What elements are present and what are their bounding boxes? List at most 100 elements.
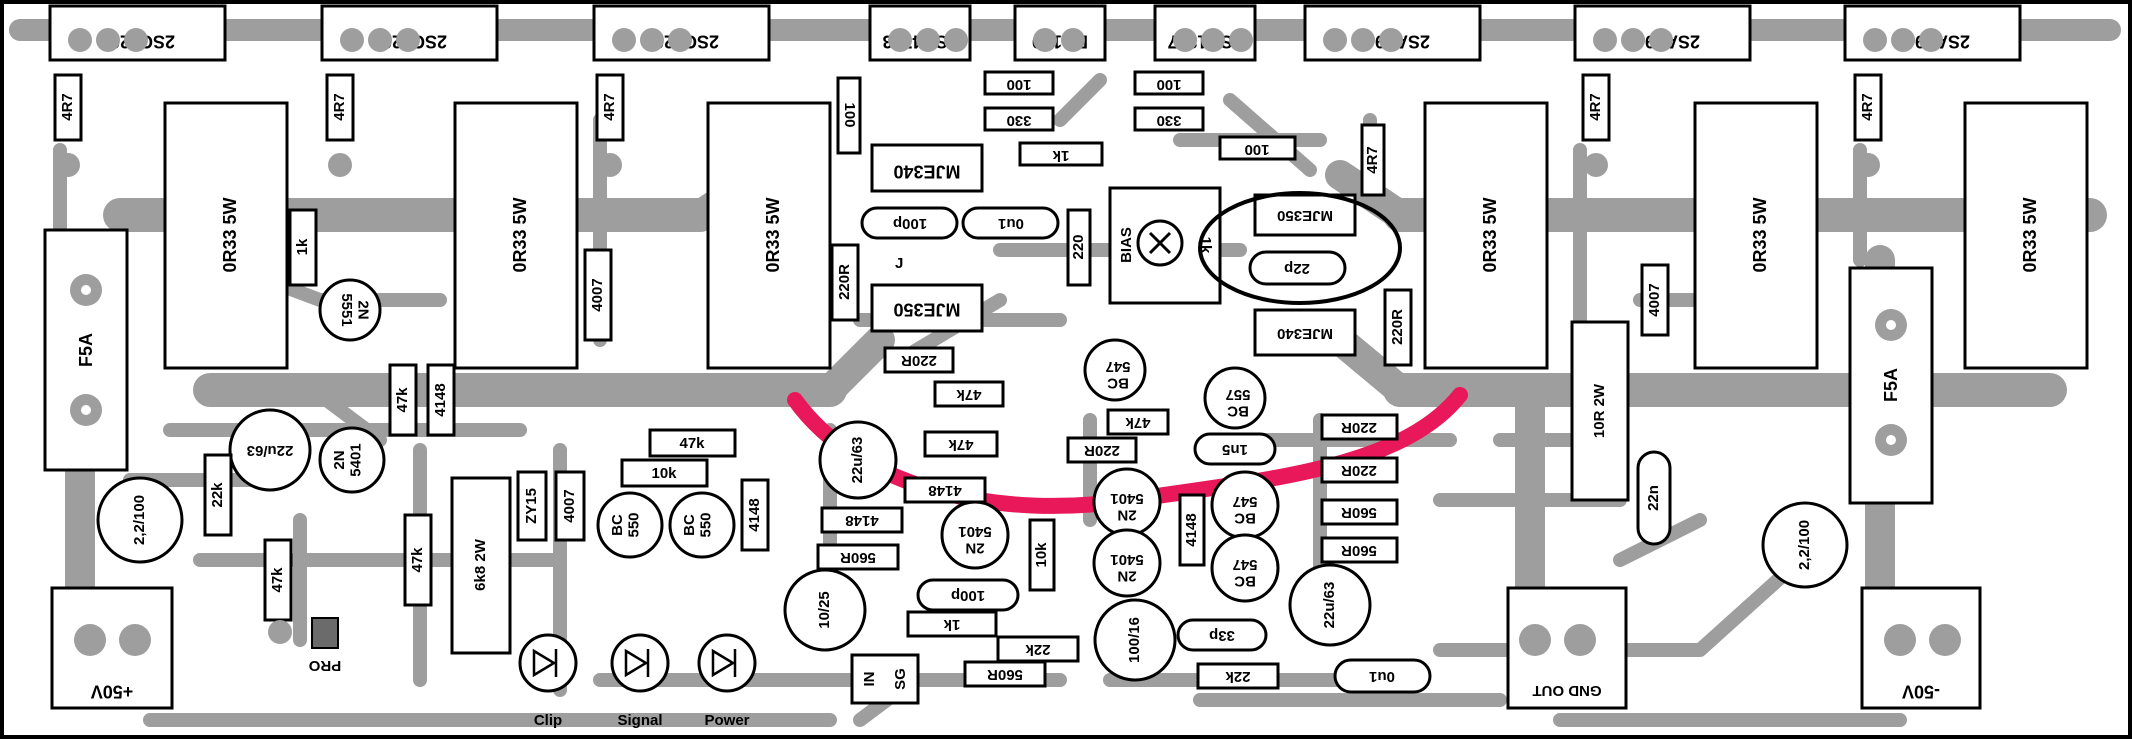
svg-text:100: 100	[1006, 76, 1031, 93]
svg-text:6k8 2W: 6k8 2W	[472, 538, 489, 591]
svg-text:220R: 220R	[1389, 309, 1406, 345]
input-in-label: IN	[861, 672, 878, 687]
svg-text:10/25: 10/25	[816, 591, 833, 629]
emitter-resistor: 0R33 5W	[163, 101, 289, 370]
svg-text:220R: 220R	[1341, 419, 1377, 436]
left-lower-section: 1k 2N5551 4007 47k 4148 22u/63 2N5401 22…	[50, 208, 770, 710]
transistor-2sc5200: 2SC5200	[48, 4, 227, 62]
svg-text:10k: 10k	[651, 465, 677, 482]
svg-text:BC547: BC547	[1232, 493, 1257, 527]
svg-text:F5A: F5A	[76, 333, 96, 367]
svg-text:22n: 22n	[1645, 485, 1662, 511]
svg-text:4R7: 4R7	[1364, 146, 1381, 174]
mje340-top-label: MJE340	[893, 161, 960, 181]
svg-text:0u1: 0u1	[1369, 668, 1395, 685]
base-resistors: 4R7 4R7 4R7 4R7 4R7	[53, 73, 1883, 177]
svg-text:47k: 47k	[394, 387, 411, 413]
svg-text:4R7: 4R7	[1859, 93, 1876, 121]
led-label: Clip	[534, 712, 562, 729]
mje350-label: MJE350	[893, 299, 960, 319]
svg-text:ZY15: ZY15	[523, 488, 540, 524]
svg-text:220R: 220R	[1084, 442, 1120, 459]
svg-text:47k: 47k	[956, 386, 982, 403]
svg-text:BC547: BC547	[1105, 358, 1130, 392]
driver-section: MJE340 MJE350 100 330 1k 100 330 100 100…	[830, 70, 1413, 367]
bias-label: BIAS	[1118, 227, 1135, 263]
svg-text:47k: 47k	[1125, 414, 1151, 431]
svg-text:F5A: F5A	[1881, 368, 1901, 402]
svg-text:22k: 22k	[209, 482, 226, 508]
svg-text:47k: 47k	[948, 436, 974, 453]
svg-text:2N5401: 2N5401	[1110, 490, 1143, 524]
resistor-4r7: 4R7	[1581, 73, 1611, 177]
svg-text:1k: 1k	[1052, 147, 1069, 164]
resistor-4r7: 4R7	[1853, 73, 1883, 177]
neg-supply-label: -50V	[1902, 681, 1940, 701]
svg-text:47k: 47k	[409, 547, 426, 573]
svg-text:MJE340: MJE340	[1277, 325, 1333, 342]
svg-text:47k: 47k	[269, 567, 286, 593]
svg-text:BC550: BC550	[609, 512, 643, 537]
svg-text:22u/63: 22u/63	[1321, 582, 1338, 629]
svg-text:1k: 1k	[943, 616, 960, 633]
svg-text:0R33 5W: 0R33 5W	[2020, 197, 2040, 272]
svg-text:2,2/100: 2,2/100	[1796, 520, 1813, 570]
emitter-resistor: 0R33 5W	[1963, 101, 2089, 370]
fuse-left: F5A	[43, 228, 129, 472]
svg-text:22u/63: 22u/63	[247, 442, 294, 459]
right-lower-section: 4007 10R 2W 22n 2,2/100 GND OUT -50V	[1506, 263, 1982, 710]
svg-text:4R7: 4R7	[1587, 93, 1604, 121]
svg-text:2N5401: 2N5401	[958, 523, 991, 557]
svg-text:100: 100	[841, 102, 858, 127]
svg-text:100/16: 100/16	[1126, 617, 1143, 663]
svg-text:2N5551: 2N5551	[338, 293, 372, 326]
protect-pad	[311, 617, 339, 649]
svg-text:4007: 4007	[589, 278, 606, 311]
led-clip: Clip	[518, 633, 578, 729]
svg-text:1n5: 1n5	[1222, 441, 1248, 458]
led-label: Power	[704, 712, 749, 729]
svg-text:22p: 22p	[1284, 260, 1310, 277]
svg-text:560R: 560R	[1341, 504, 1377, 521]
svg-text:100p: 100p	[951, 587, 985, 604]
svg-text:33p: 33p	[1209, 627, 1235, 644]
input-sg-label: SG	[892, 668, 909, 690]
emitter-resistor: 0R33 5W	[1693, 101, 1819, 370]
svg-text:560R: 560R	[1341, 542, 1377, 559]
svg-text:2N5401: 2N5401	[1110, 551, 1143, 585]
svg-text:BC547: BC547	[1232, 556, 1257, 590]
svg-text:4148: 4148	[432, 383, 449, 416]
annotation-circle	[1198, 191, 1402, 305]
svg-text:0R33 5W: 0R33 5W	[1480, 197, 1500, 272]
svg-text:560R: 560R	[840, 549, 876, 566]
svg-text:330: 330	[1156, 112, 1181, 129]
svg-text:BC550: BC550	[681, 512, 715, 537]
svg-text:330: 330	[1006, 112, 1031, 129]
emitter-resistor: 0R33 5W	[1423, 101, 1549, 370]
svg-text:22u/63: 22u/63	[849, 437, 866, 484]
svg-text:4R7: 4R7	[601, 93, 618, 121]
svg-text:BC557: BC557	[1225, 386, 1250, 420]
svg-text:2N5401: 2N5401	[331, 443, 365, 476]
svg-text:22k: 22k	[1225, 668, 1251, 685]
svg-text:10k: 10k	[1033, 542, 1050, 568]
svg-text:0R33 5W: 0R33 5W	[1750, 197, 1770, 272]
pos-supply-label: +50V	[91, 681, 134, 701]
svg-text:0R33 5W: 0R33 5W	[763, 197, 783, 272]
gnd-out-label: GND OUT	[1532, 682, 1601, 699]
svg-text:0u1: 0u1	[998, 215, 1024, 232]
svg-text:100: 100	[1244, 141, 1269, 158]
transistor-2sc5200: 2SC5200	[320, 4, 499, 62]
svg-text:4148: 4148	[746, 498, 763, 531]
svg-text:MJE350: MJE350	[1277, 207, 1333, 224]
fuse-right: F5A	[1848, 266, 1934, 505]
transistor-2sa1837: 2SA1837	[1153, 4, 1257, 62]
svg-text:4R7: 4R7	[331, 93, 348, 121]
svg-text:220R: 220R	[1341, 462, 1377, 479]
svg-text:560R: 560R	[987, 666, 1023, 683]
power-transistors: 2SC52002SC52002SC52002SC4793BD1392SA1837…	[48, 4, 2022, 62]
transistor-2sa1943: 2SA1943	[1573, 4, 1752, 62]
svg-text:47k: 47k	[679, 435, 705, 452]
svg-text:10R 2W: 10R 2W	[1591, 383, 1608, 438]
